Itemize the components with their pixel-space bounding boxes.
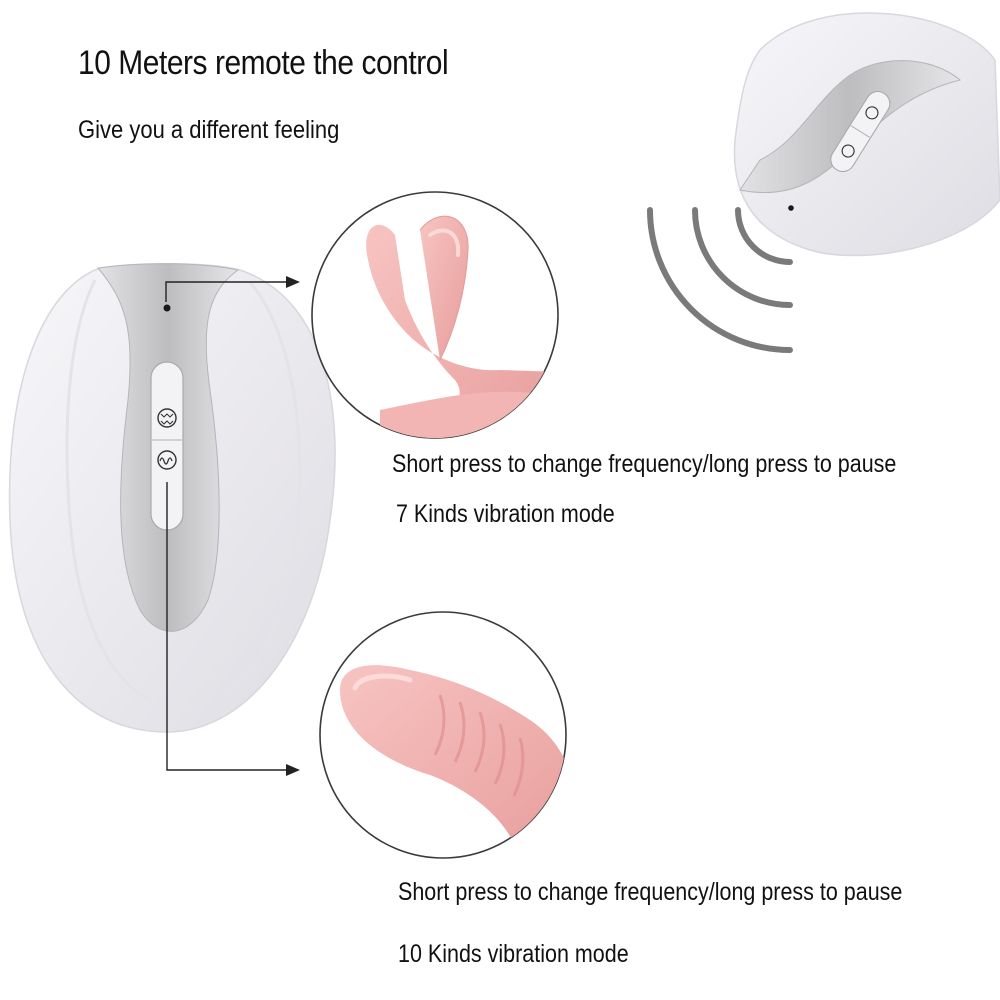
arrow-right-icon (286, 764, 300, 776)
arrow-right-icon (286, 276, 300, 288)
feature-modes-bottom: 10 Kinds vibration mode (398, 940, 629, 968)
remote-button-pill[interactable] (826, 87, 894, 176)
indicator-led (163, 304, 171, 312)
feature-modes-top: 7 Kinds vibration mode (396, 500, 615, 528)
indicator-led (788, 205, 794, 211)
remote-control-small (733, 12, 1000, 257)
remote-control-large (8, 263, 336, 733)
connector-bottom (166, 482, 300, 776)
wireless-signal-icon (647, 207, 793, 353)
vibration-pulse-icon[interactable] (157, 450, 177, 470)
vibration-wave-icon[interactable] (157, 408, 177, 428)
feature-instruction-top: Short press to change frequency/long pre… (392, 450, 897, 478)
product-detail-ribbed (319, 611, 567, 859)
page-subtitle: Give you a different feeling (78, 116, 340, 144)
feature-instruction-bottom: Short press to change frequency/long pre… (398, 878, 903, 906)
product-detail-ears (311, 191, 559, 439)
page-title: 10 Meters remote the control (78, 44, 449, 82)
connector-top (165, 276, 300, 302)
